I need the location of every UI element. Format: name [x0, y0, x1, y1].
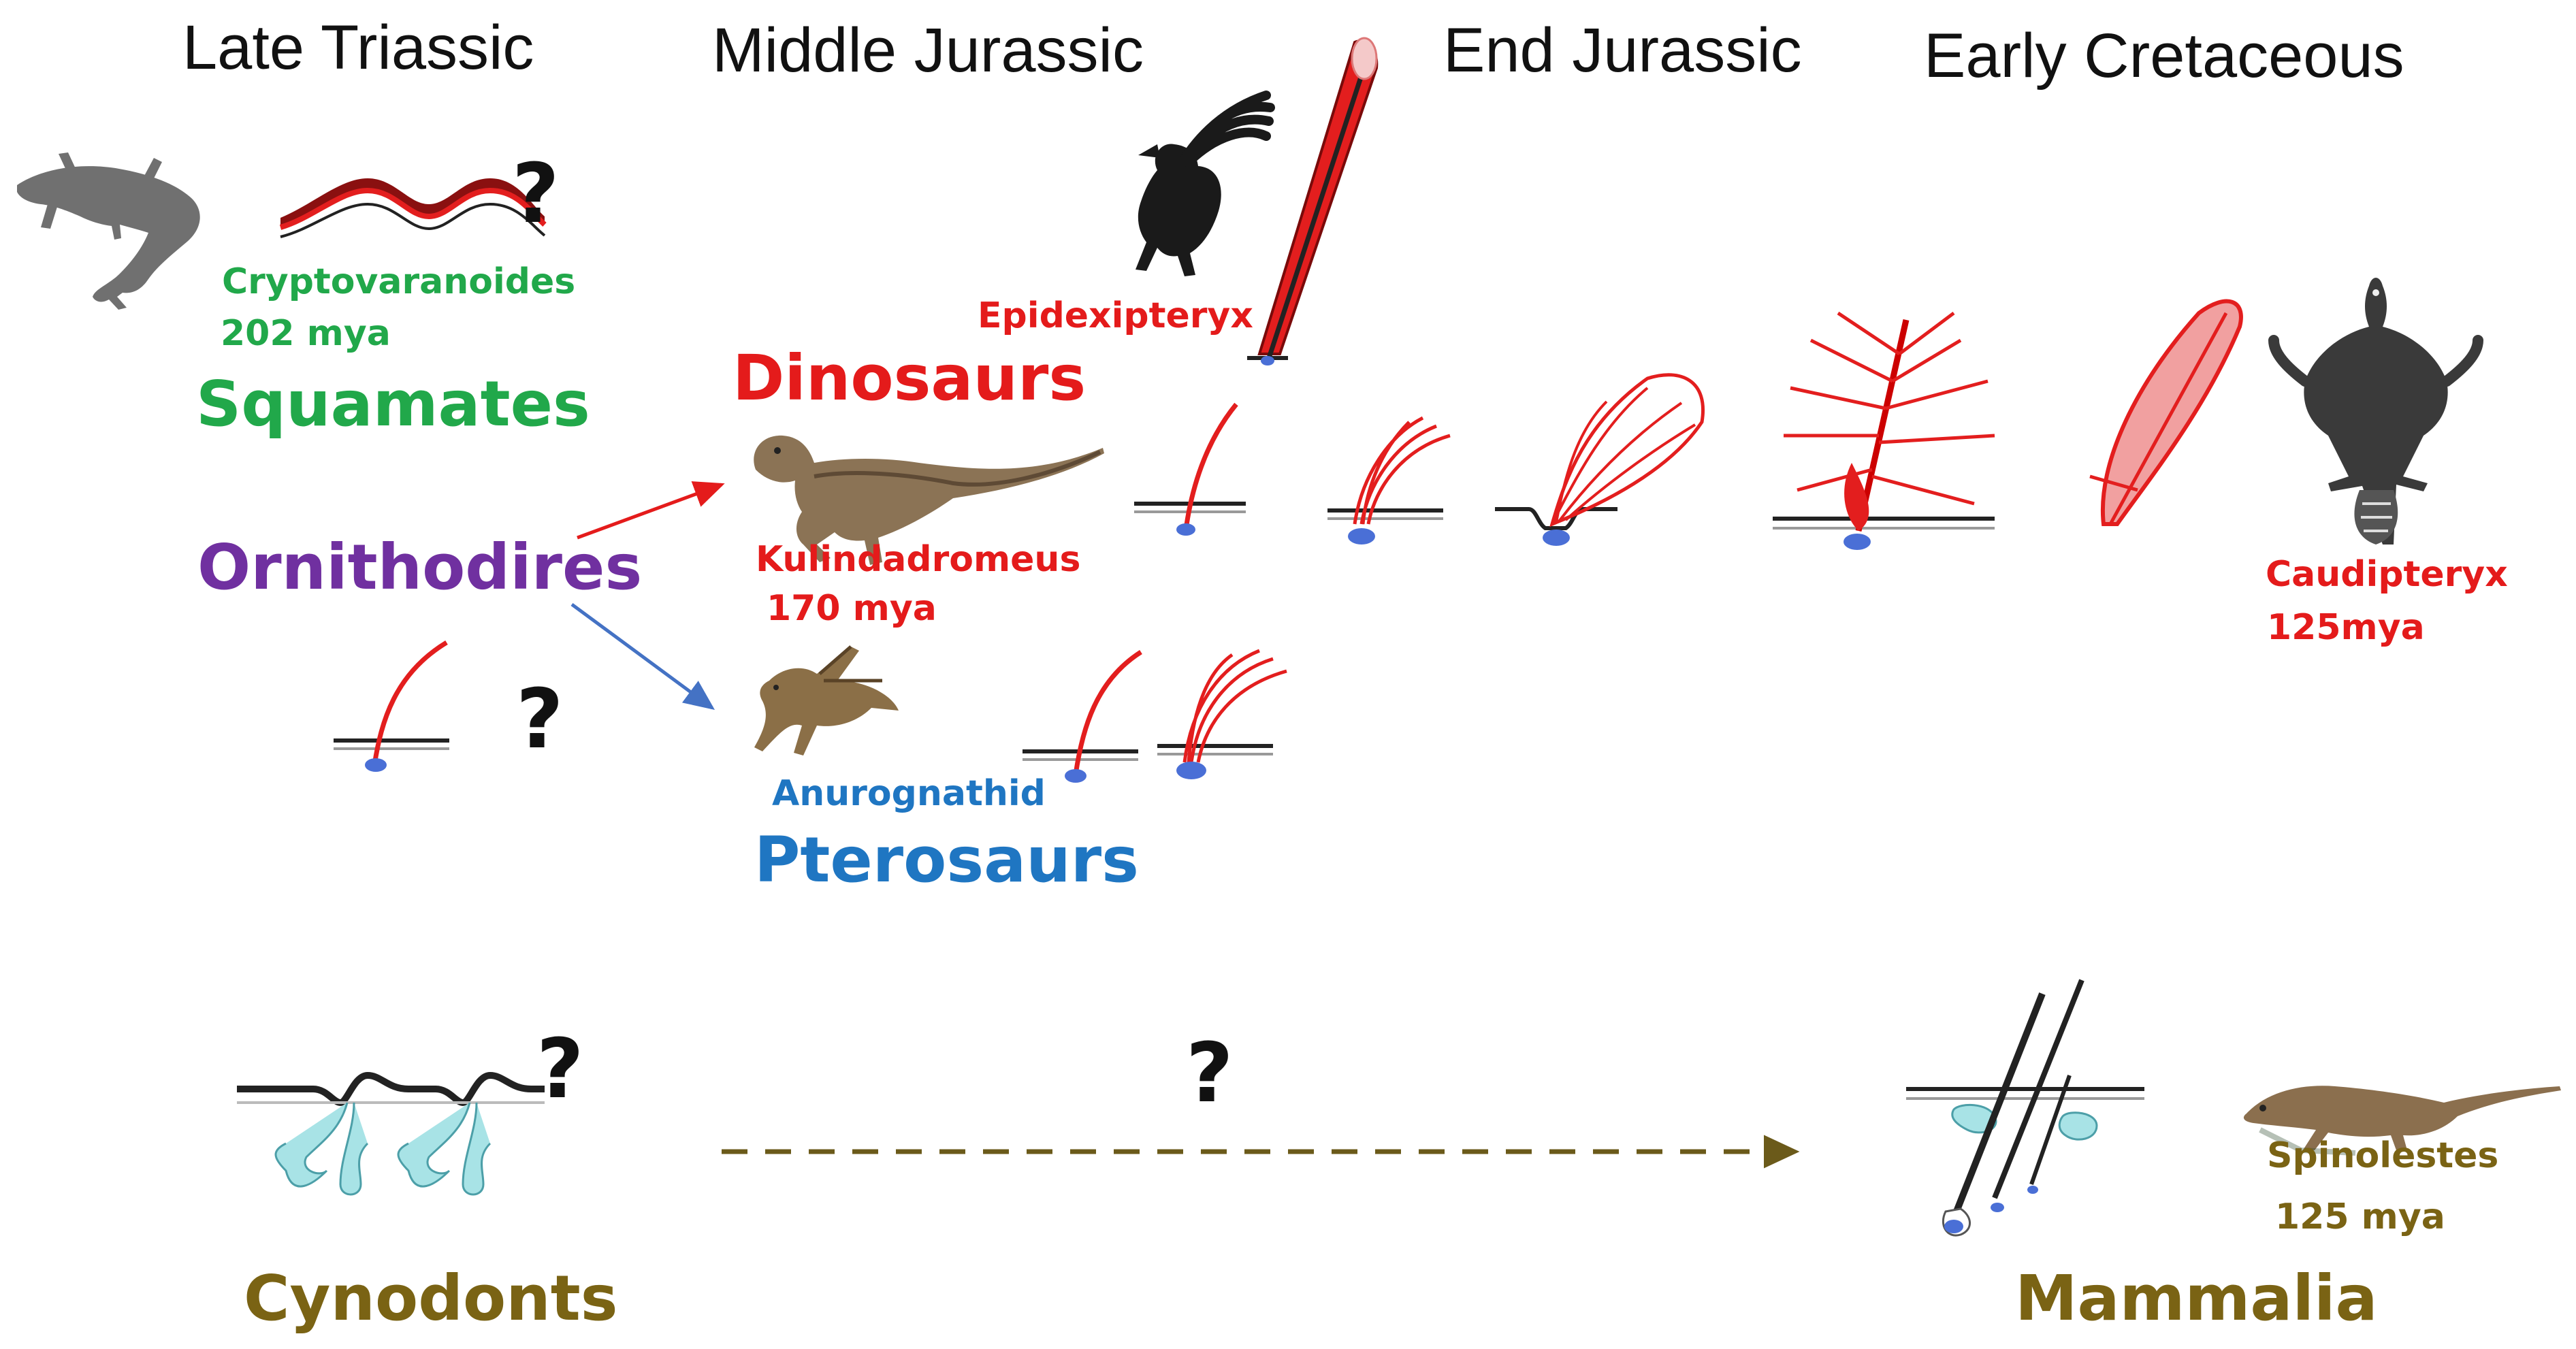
dinosaur-branch-arrow	[577, 481, 725, 540]
group-label-dinosaurs: Dinosaurs	[732, 342, 1086, 415]
group-label-cynodonts: Cynodonts	[244, 1262, 618, 1335]
group-label-pterosaurs: Pterosaurs	[754, 824, 1139, 896]
dinosaur-feather-stage-series-icon	[1134, 299, 2243, 550]
unknown-marker-cynodont: ?	[536, 1022, 584, 1117]
epidexipteryx-tail-feather-icon	[1247, 37, 1379, 365]
pterosaur-illustration-icon	[754, 645, 899, 755]
period-header-middle-jurassic: Middle Jurassic	[712, 16, 1144, 85]
taxon-name-anurognathid: Anurognathid	[772, 773, 1046, 814]
taxon-age-spinolestes: 125 mya	[2275, 1197, 2445, 1237]
hair-follicle-diagram-icon	[1906, 979, 2144, 1237]
unknown-marker-squamate: ?	[512, 147, 560, 242]
unknown-marker-cynodont-lineage: ?	[1186, 1026, 1234, 1121]
taxon-age-caudipteryx: 125mya	[2267, 607, 2425, 648]
taxon-age-cryptovaranoides: 202 mya	[221, 313, 391, 354]
taxon-name-caudipteryx: Caudipteryx	[2266, 554, 2508, 595]
taxon-age-kulindadromeus: 170 mya	[767, 588, 937, 629]
taxon-name-kulindadromeus: Kulindadromeus	[756, 539, 1081, 580]
lizard-silhouette-icon	[17, 152, 200, 310]
group-label-mammalia: Mammalia	[2015, 1262, 2378, 1335]
ornithodire-filament-icon	[334, 640, 449, 772]
cynodont-gland-diagram-icon	[237, 1071, 545, 1196]
unknown-marker-ornithodire: ?	[516, 672, 564, 767]
pterosaur-branch-arrow	[570, 602, 715, 710]
dinosaur-illustration-icon	[754, 435, 1104, 565]
period-header-late-triassic: Late Triassic	[182, 13, 534, 82]
period-header-early-cretaceous: Early Cretaceous	[1924, 21, 2404, 91]
taxon-name-spinolestes: Spinolestes	[2267, 1135, 2499, 1176]
epidermis-profile-icon	[279, 178, 547, 238]
period-header-end-jurassic: End Jurassic	[1443, 16, 1802, 85]
group-label-ornithodires: Ornithodires	[197, 531, 643, 604]
taxon-name-cryptovaranoides: Cryptovaranoides	[222, 261, 576, 302]
taxon-name-epidexipteryx: Epidexipteryx	[978, 295, 1253, 336]
epidexipteryx-illustration-icon	[1136, 91, 1275, 276]
mammal-illustration-icon	[2243, 1086, 2561, 1156]
pterosaur-feather-stage-series-icon	[1023, 649, 1287, 783]
caudipteryx-illustration-icon	[2268, 278, 2483, 545]
group-label-squamates: Squamates	[196, 368, 590, 440]
